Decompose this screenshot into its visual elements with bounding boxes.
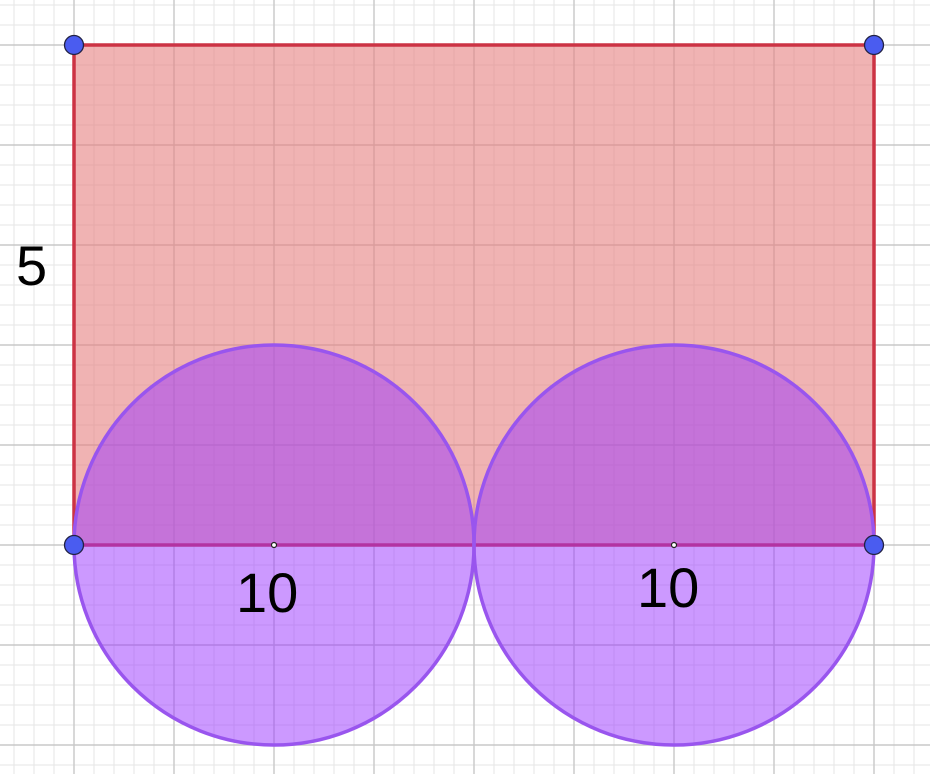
right-width-label: 10 — [637, 556, 699, 619]
vertex-top-right[interactable] — [863, 34, 885, 56]
height-label: 5 — [16, 234, 47, 297]
right-circle-center — [670, 541, 678, 549]
vertex-bottom-right[interactable] — [863, 534, 885, 556]
vertex-bottom-left[interactable] — [63, 534, 85, 556]
left-circle-center — [270, 541, 278, 549]
left-width-label: 10 — [236, 561, 298, 624]
vertex-top-left[interactable] — [63, 34, 85, 56]
